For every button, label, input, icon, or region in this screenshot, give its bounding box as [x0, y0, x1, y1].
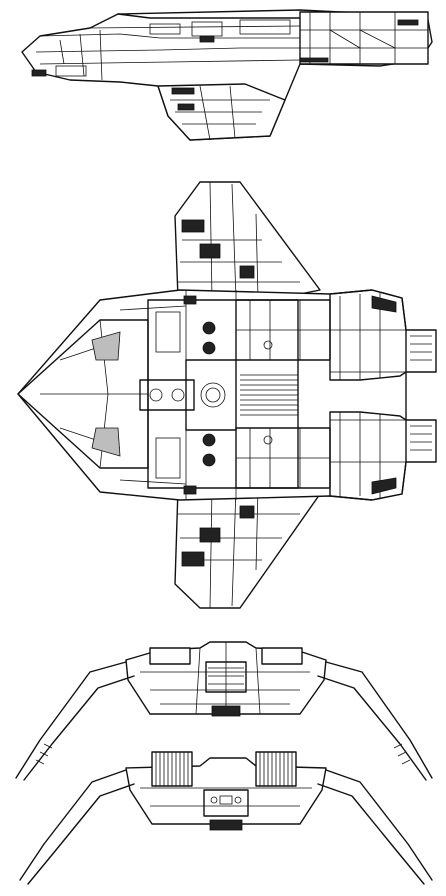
rear-view [19, 751, 433, 885]
top-view [17, 181, 437, 609]
side-view [21, 9, 433, 141]
front-view [15, 641, 433, 781]
